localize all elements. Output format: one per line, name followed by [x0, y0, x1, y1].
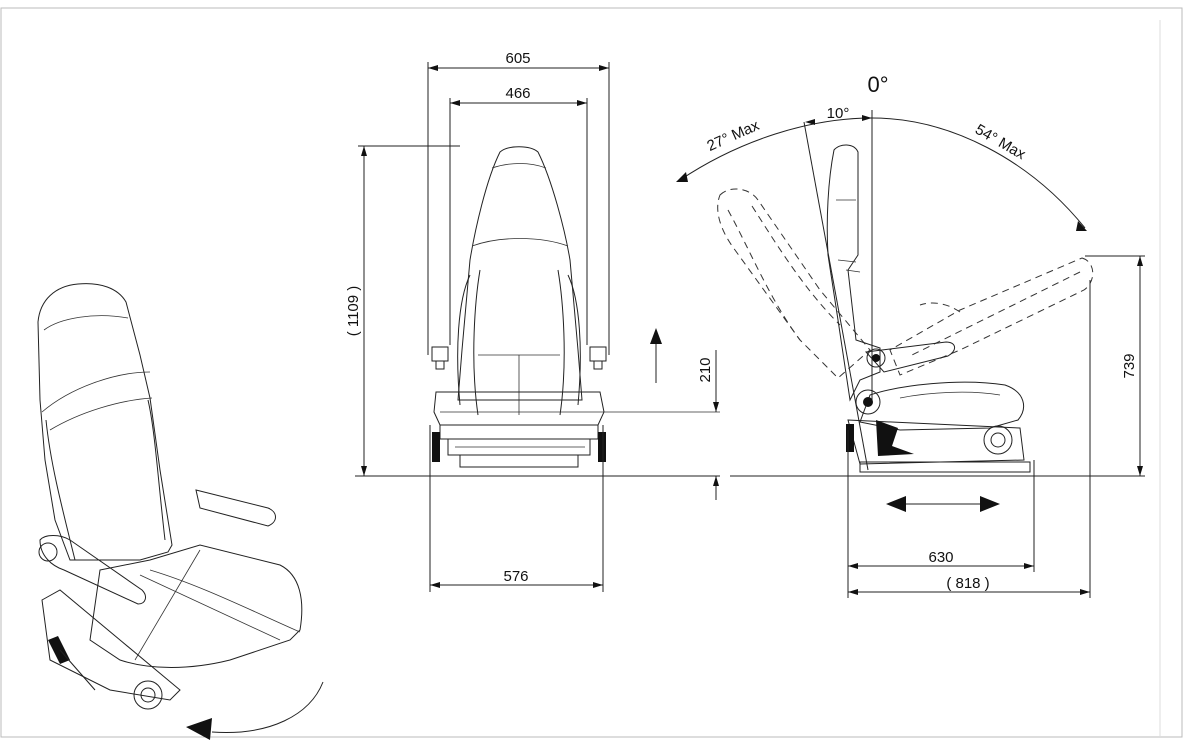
forward-recline-label: 54° Max: [972, 121, 1029, 164]
side-view: 0° 27° Max 10° 54° Max: [676, 72, 1145, 598]
sheet-border: [0, 7, 1183, 738]
height-label: ( 1109 ): [345, 286, 362, 337]
back-recline-label: 27° Max: [704, 117, 762, 155]
front-view: 605 466 ( 1109 ): [345, 50, 720, 592]
base-depth-label: 630: [928, 549, 953, 566]
forward-tilt-label: 10°: [827, 105, 850, 122]
isometric-seat-view: [37, 283, 324, 740]
cushion-height-label: 739: [1121, 353, 1138, 378]
overall-width-label: 605: [505, 50, 530, 67]
backrest-width-label: 466: [505, 85, 530, 102]
upright-angle-label: 0°: [867, 72, 888, 97]
overall-depth-label: ( 818 ): [946, 575, 989, 592]
base-width-label: 576: [503, 568, 528, 585]
seat-adjust-label: 210: [697, 357, 714, 382]
